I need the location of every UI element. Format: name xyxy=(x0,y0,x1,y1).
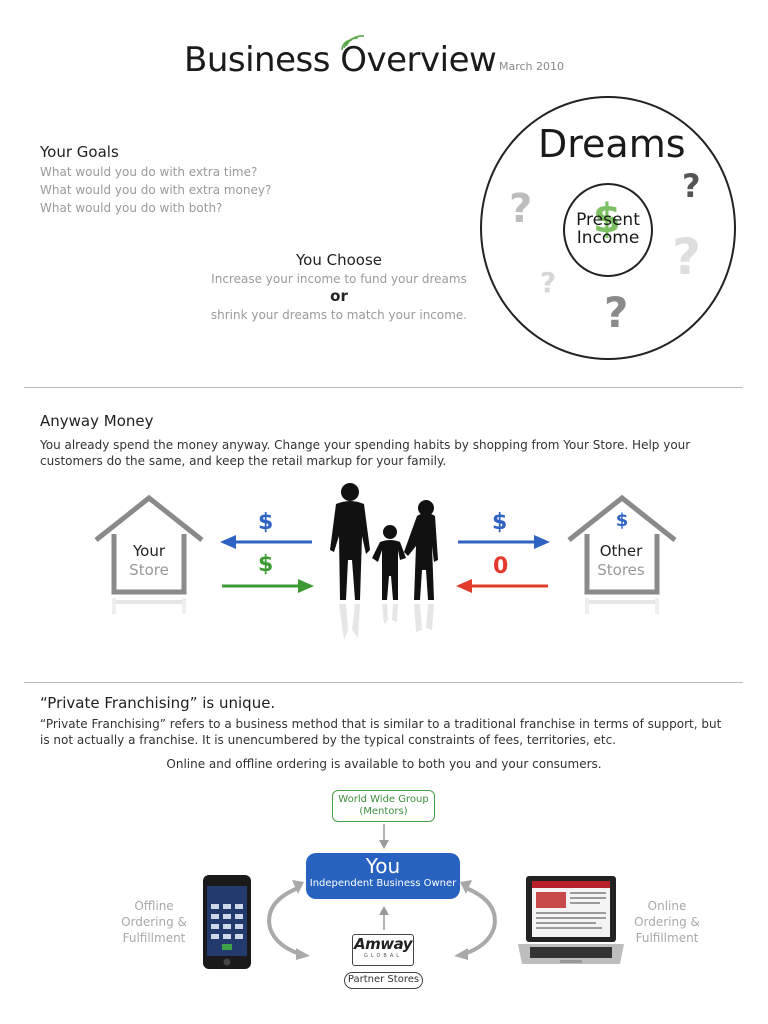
your-store-label: Your xyxy=(132,542,166,560)
online-line: Fulfillment xyxy=(635,931,699,945)
choose-or: or xyxy=(330,287,348,305)
online-label: Online Ordering & Fulfillment xyxy=(624,898,710,946)
signal-icon xyxy=(341,35,365,51)
goals-heading: Your Goals xyxy=(40,143,119,161)
goal-question: What would you do with extra money? xyxy=(40,183,272,197)
other-stores-label: Other xyxy=(599,542,643,560)
dreams-circle xyxy=(480,96,736,360)
blue-dollar: $ xyxy=(492,510,508,535)
question-mark-icon: ? xyxy=(682,167,701,205)
other-stores-label: Stores xyxy=(597,561,645,579)
your-store-label: Store xyxy=(129,561,169,579)
arrow-up-icon xyxy=(379,906,389,930)
arrow-down-icon xyxy=(379,824,389,849)
dollar-icon: $ xyxy=(593,196,621,242)
your-store-house-icon xyxy=(94,494,204,614)
online-line: Ordering & xyxy=(634,915,700,929)
curved-double-arrow-icon xyxy=(454,880,497,960)
family-silhouette-icon xyxy=(330,483,438,640)
franchise-heading: “Private Franchising” is unique. xyxy=(40,694,276,712)
partner-stores-pill: Partner Stores xyxy=(344,972,423,989)
dreams-title: Dreams xyxy=(538,122,686,166)
world-wide-group-box: World Wide Group (Mentors) xyxy=(332,790,435,822)
wwg-line1: World Wide Group xyxy=(338,794,429,805)
other-stores-dollar: $ xyxy=(615,510,629,531)
present-label: Present xyxy=(576,210,640,230)
offline-line: Ordering & xyxy=(121,915,187,929)
offline-line: Fulfillment xyxy=(122,931,186,945)
page-title: Business Overview xyxy=(184,40,497,80)
question-mark-icon: ? xyxy=(604,288,629,337)
ordering-text: Online and offline ordering is available… xyxy=(166,757,602,771)
offline-label: Offline Ordering & Fulfillment xyxy=(110,898,198,946)
choose-line1: Increase your income to fund your dreams xyxy=(211,272,467,286)
red-arrow-left-icon xyxy=(456,579,548,593)
green-dollar: $ xyxy=(258,552,274,577)
other-stores-house-icon xyxy=(567,494,677,614)
blue-dollar: $ xyxy=(258,510,274,535)
smartphone-icon xyxy=(203,875,251,969)
amway-logo: Amway GLOBAL xyxy=(352,934,414,966)
blue-arrow-right-icon xyxy=(458,535,550,549)
income-label: Income xyxy=(576,228,640,248)
green-arrow-right-icon xyxy=(222,579,314,593)
amway-sub: GLOBAL xyxy=(363,953,403,959)
amway-wordmark: Amway xyxy=(353,935,413,953)
page-date: March 2010 xyxy=(499,60,565,73)
anyway-text: You already spend the money anyway. Chan… xyxy=(40,438,691,468)
ibo-label: Independent Business Owner xyxy=(309,878,457,889)
you-label: You xyxy=(365,854,401,878)
anyway-heading: Anyway Money xyxy=(40,412,154,430)
question-mark-icon: ? xyxy=(672,228,702,286)
question-mark-icon: ? xyxy=(540,266,557,299)
goal-question: What would you do with both? xyxy=(40,201,223,215)
goal-question: What would you do with extra time? xyxy=(40,165,258,179)
curved-double-arrow-icon xyxy=(267,880,310,960)
franchise-text: “Private Franchising” refers to a busine… xyxy=(40,717,722,747)
laptop-icon xyxy=(518,876,624,964)
blue-arrow-left-icon xyxy=(220,535,312,549)
choose-heading: You Choose xyxy=(295,251,382,269)
online-line: Online xyxy=(647,899,687,913)
present-income-circle xyxy=(563,183,653,277)
red-zero: 0 xyxy=(493,554,509,579)
section-divider xyxy=(24,682,743,683)
offline-line: Offline xyxy=(134,899,174,913)
wwg-line2: (Mentors) xyxy=(359,806,408,817)
choose-line2: shrink your dreams to match your income. xyxy=(210,308,468,322)
you-ibo-box: You Independent Business Owner xyxy=(306,853,460,899)
section-divider xyxy=(24,387,743,388)
question-mark-icon: ? xyxy=(509,186,533,232)
